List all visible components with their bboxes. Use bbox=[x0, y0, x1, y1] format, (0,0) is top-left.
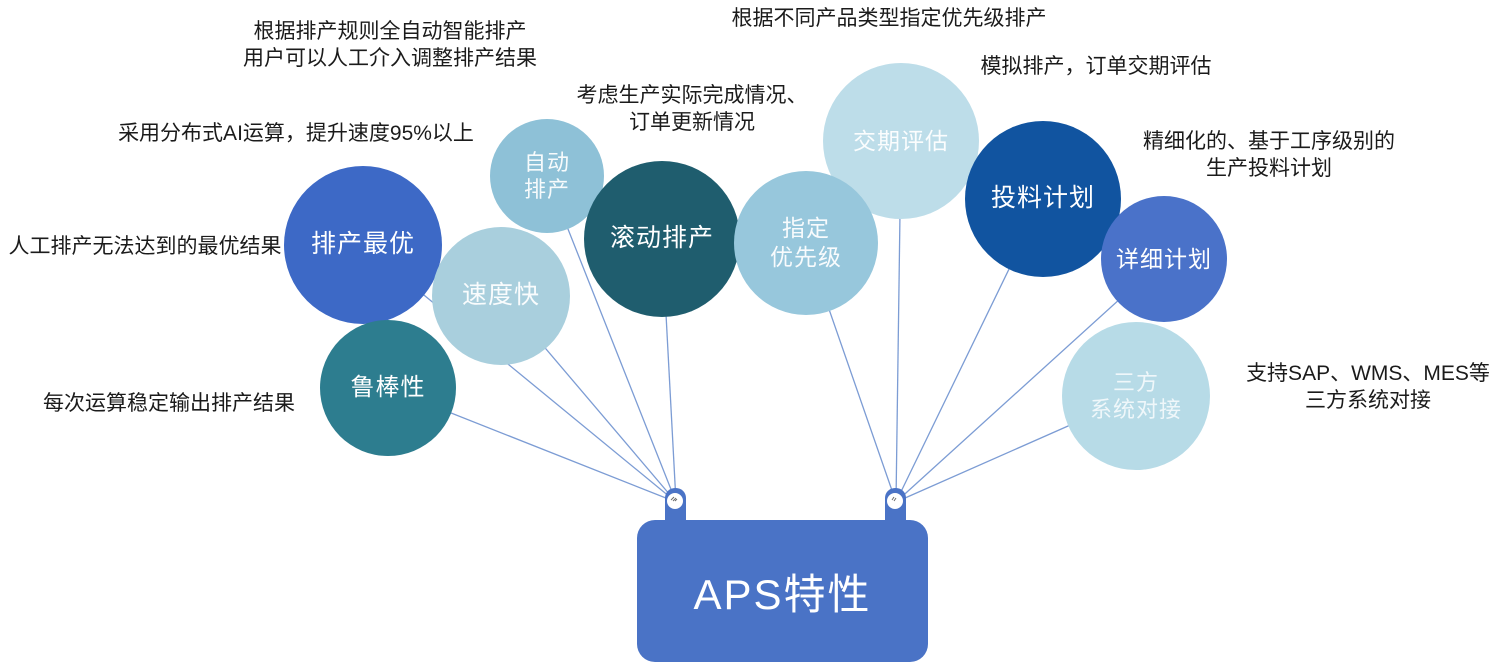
hanger-hole-icon bbox=[887, 493, 903, 509]
annotation-actual-completion: 考虑生产实际完成情况、 订单更新情况 bbox=[542, 82, 842, 136]
bubble-auto-scheduling: 自动 排产 bbox=[490, 119, 604, 233]
annotation-line: 人工排产无法达到的最优结果 bbox=[8, 235, 282, 258]
annotation-simulated-scheduling: 模拟排产，订单交期评估 bbox=[946, 53, 1246, 80]
bubble-delivery-evaluation: 交期评估 bbox=[823, 63, 979, 219]
plaque-hanger-right bbox=[885, 488, 906, 528]
annotation-line: 考虑生产实际完成情况、 bbox=[576, 84, 808, 107]
annotation-line: 采用分布式AI运算，提升速度95%以上 bbox=[118, 122, 474, 145]
annotation-line: 根据不同产品类型指定优先级排产 bbox=[731, 7, 1047, 30]
bubble-priority-assignment: 指定 优先级 bbox=[734, 171, 878, 315]
bubble-label-line: 指定 bbox=[782, 215, 830, 242]
bubble-label-line: 优先级 bbox=[770, 244, 842, 270]
bubble-label-line: 自动 bbox=[523, 149, 570, 175]
bubble-label-line: 系统对接 bbox=[1089, 397, 1182, 422]
annotation-line: 根据排产规则全自动智能排产 bbox=[253, 20, 527, 43]
bubble-label: 速度快 bbox=[461, 281, 540, 310]
annotation-priority-by-product-type: 根据不同产品类型指定优先级排产 bbox=[714, 5, 1064, 32]
bubble-robustness: 鲁棒性 bbox=[320, 320, 456, 456]
bubble-label: 投料计划 bbox=[990, 184, 1095, 213]
bubble-label: 交期评估 bbox=[853, 127, 949, 154]
annotation-line: 订单更新情况 bbox=[629, 111, 755, 134]
plaque-hanger-left bbox=[665, 488, 686, 528]
bubble-detailed-plan: 详细计划 bbox=[1101, 196, 1227, 322]
annotation-line: 精细化的、基于工序级别的 bbox=[1143, 130, 1395, 153]
hanger-hole-icon bbox=[667, 493, 683, 509]
annotation-auto-intelligent-scheduling: 根据排产规则全自动智能排产 用户可以人工介入调整排产结果 bbox=[180, 18, 600, 72]
hanger-pin-scribble-icon bbox=[670, 496, 678, 502]
annotation-distributed-ai: 采用分布式AI运算，提升速度95%以上 bbox=[96, 120, 496, 147]
bubble-label: 排产最优 bbox=[310, 230, 415, 259]
annotation-line: 模拟排产，订单交期评估 bbox=[980, 55, 1212, 78]
annotation-line: 支持SAP、WMS、MES等 bbox=[1246, 362, 1490, 385]
bubble-label: 详细计划 bbox=[1116, 245, 1212, 272]
annotation-line: 三方系统对接 bbox=[1305, 389, 1431, 412]
bubble-label: 鲁棒性 bbox=[350, 374, 426, 401]
hanger-pin-scribble-icon bbox=[891, 496, 897, 502]
bubble-fast-speed: 速度快 bbox=[432, 227, 570, 365]
bubble-rolling-scheduling: 滚动排产 bbox=[584, 161, 740, 317]
title-plaque: APS特性 bbox=[637, 520, 928, 662]
diagram-title: APS特性 bbox=[693, 570, 872, 618]
bubble-label-line: 三方 bbox=[1112, 369, 1159, 395]
bubble-label: 滚动排产 bbox=[609, 224, 714, 253]
annotation-line: 每次运算稳定输出排产结果 bbox=[43, 392, 295, 415]
annotation-optimal-result: 人工排产无法达到的最优结果 bbox=[5, 233, 285, 260]
bubble-optimal-scheduling: 排产最优 bbox=[284, 166, 442, 324]
bubble-label-line: 排产 bbox=[523, 177, 570, 202]
annotation-process-level-plan: 精细化的、基于工序级别的 生产投料计划 bbox=[1119, 128, 1419, 182]
bubble-third-party-integration: 三方 系统对接 bbox=[1062, 322, 1210, 470]
annotation-stable-output: 每次运算稳定输出排产结果 bbox=[29, 390, 309, 417]
annotation-third-party-support: 支持SAP、WMS、MES等 三方系统对接 bbox=[1218, 360, 1500, 414]
bubble-material-release-plan: 投料计划 bbox=[965, 121, 1121, 277]
annotation-line: 用户可以人工介入调整排产结果 bbox=[243, 47, 537, 70]
connector-line-auto bbox=[546, 175, 677, 503]
annotation-line: 生产投料计划 bbox=[1206, 157, 1332, 180]
